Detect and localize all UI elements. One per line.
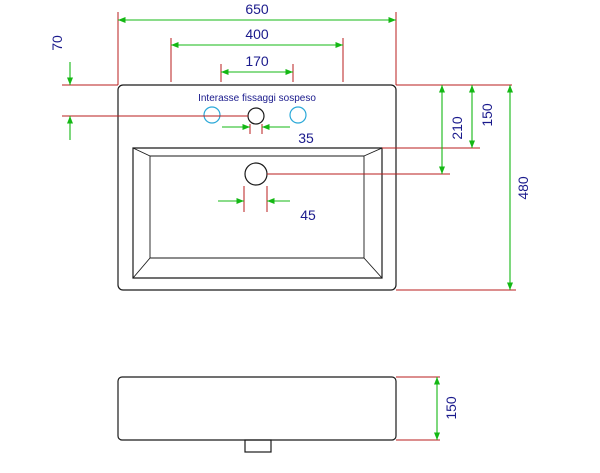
- fixing-hole-right: [289, 106, 307, 124]
- top-view: Interasse fissaggi sospeso: [117, 84, 397, 291]
- fixing-hole-left: [203, 106, 221, 124]
- bowl-edge-bl: [132, 257, 151, 279]
- dim-70-label: 70: [49, 35, 65, 51]
- dim-650-label: 650: [245, 1, 269, 17]
- bowl-inner-base: [149, 155, 365, 259]
- dim-45-label: 45: [300, 207, 316, 223]
- dim-170-label: 170: [245, 53, 269, 69]
- drain-hole: [244, 162, 268, 186]
- tap-hole: [247, 107, 265, 125]
- dim-150-side-label: 150: [443, 396, 459, 420]
- drain-outlet: [244, 439, 272, 453]
- basin-outline: [117, 84, 397, 291]
- dim-480-label: 480: [515, 176, 531, 200]
- fixing-note: Interasse fissaggi sospeso: [198, 93, 316, 104]
- bowl-edge-tr: [363, 147, 383, 157]
- dim-150-top-label: 150: [479, 103, 495, 127]
- bowl-edge-br: [363, 257, 383, 279]
- extension-lines: [62, 12, 516, 441]
- side-outline: [117, 376, 397, 441]
- dim-400-label: 400: [245, 26, 269, 42]
- side-view: [117, 376, 397, 453]
- bowl-outer-rim: [132, 147, 383, 279]
- bowl-edge-tl: [132, 147, 151, 157]
- dimension-labels: 650 400 170 35 45 70 210 150 480 150: [49, 1, 531, 420]
- dimension-lines: [66, 16, 514, 440]
- dim-35-label: 35: [298, 130, 314, 146]
- dim-210-label: 210: [449, 116, 465, 140]
